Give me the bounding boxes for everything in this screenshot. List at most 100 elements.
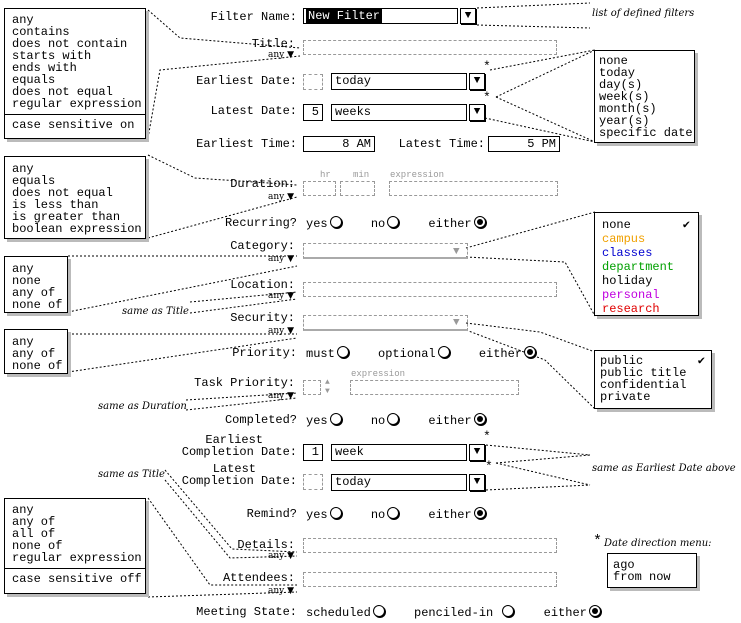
radio-button[interactable] <box>372 605 385 617</box>
latest-date-unit-dropdown[interactable]: ▼ <box>469 104 485 121</box>
details-input[interactable] <box>303 538 557 553</box>
date-direction-star[interactable]: * <box>483 429 491 444</box>
duration-min-input[interactable] <box>340 181 375 196</box>
menu-item[interactable]: any of <box>12 347 56 361</box>
security-op-dropdown[interactable]: any ▼ <box>267 326 294 336</box>
menu-item[interactable]: any <box>12 162 34 176</box>
completed-no[interactable]: no <box>371 413 400 428</box>
menu-item[interactable]: year(s) <box>599 114 650 128</box>
latest-completion-count[interactable] <box>303 474 323 490</box>
menu-item[interactable]: ago <box>613 558 635 572</box>
radio-button[interactable] <box>502 605 515 617</box>
latest-date-unit[interactable]: weeks <box>331 104 467 121</box>
menu-item[interactable]: all of <box>12 527 56 541</box>
remind-no[interactable]: no <box>371 507 400 522</box>
menu-item[interactable]: today <box>599 66 636 80</box>
menu-item[interactable]: regular expression <box>12 551 142 565</box>
category-department[interactable]: department <box>602 260 675 274</box>
earliest-date-count[interactable] <box>303 74 323 90</box>
task-priority-input[interactable] <box>303 380 321 395</box>
menu-item[interactable]: does not equal <box>12 186 113 200</box>
menu-item[interactable]: any <box>12 13 34 27</box>
menu-item[interactable]: is greater than <box>12 210 121 224</box>
menu-item[interactable]: regular expression <box>12 97 142 111</box>
radio-button[interactable] <box>329 413 342 425</box>
category-none[interactable]: none✔ <box>602 218 690 232</box>
menu-item[interactable]: does not equal <box>12 85 113 99</box>
category-campus[interactable]: campus <box>602 232 646 246</box>
menu-item[interactable]: ends with <box>12 61 77 75</box>
menu-item[interactable]: none of <box>12 298 63 312</box>
menu-item[interactable]: any <box>12 503 34 517</box>
latest-date-count[interactable]: 5 <box>303 104 323 121</box>
menu-item[interactable]: contains <box>12 25 70 39</box>
completed-either[interactable]: either <box>428 413 486 428</box>
menu-item[interactable]: specific date <box>599 126 693 140</box>
details-op-dropdown[interactable]: any ▼ <box>267 551 294 561</box>
menu-item[interactable]: from now <box>613 570 671 584</box>
radio-button[interactable] <box>329 216 342 228</box>
duration-expression-input[interactable] <box>389 181 558 196</box>
recurring-yes[interactable]: yes <box>306 216 342 231</box>
radio-button[interactable] <box>473 413 486 425</box>
attendees-input[interactable] <box>303 572 557 587</box>
security-private[interactable]: private <box>600 390 651 404</box>
category-holiday[interactable]: holiday <box>602 274 653 288</box>
priority-either[interactable]: either <box>479 346 537 361</box>
security-public-title[interactable]: public title <box>600 366 687 380</box>
menu-item[interactable]: none of <box>12 539 63 553</box>
duration-op-dropdown[interactable]: any ▼ <box>267 192 294 202</box>
radio-button[interactable] <box>588 605 601 617</box>
category-select[interactable] <box>303 243 468 259</box>
case-sensitive-toggle[interactable]: case sensitive on <box>5 114 145 131</box>
earliest-time-input[interactable]: 8 AM <box>303 136 375 152</box>
recurring-no[interactable]: no <box>371 216 400 231</box>
security-confidential[interactable]: confidential <box>600 378 687 392</box>
radio-button[interactable] <box>473 507 486 519</box>
menu-item[interactable]: none <box>599 54 628 68</box>
category-personal[interactable]: personal <box>602 288 660 302</box>
task-priority-stepper[interactable]: ▲▼ <box>325 378 330 396</box>
menu-item[interactable]: equals <box>12 174 56 188</box>
category-research[interactable]: research <box>602 302 660 316</box>
radio-button[interactable] <box>473 216 486 228</box>
location-input[interactable] <box>303 282 557 297</box>
priority-optional[interactable]: optional <box>378 346 450 361</box>
radio-button[interactable] <box>387 413 400 425</box>
filter-list-dropdown[interactable]: ▼ <box>460 8 476 24</box>
menu-item[interactable]: starts with <box>12 49 92 63</box>
security-select[interactable] <box>303 315 468 331</box>
case-sensitive-toggle[interactable]: case sensitive off <box>5 568 145 585</box>
title-input[interactable] <box>303 40 557 55</box>
task-priority-expression-input[interactable] <box>350 380 519 395</box>
category-classes[interactable]: classes <box>602 246 653 260</box>
radio-button[interactable] <box>437 346 450 358</box>
category-op-dropdown[interactable]: any ▼ <box>267 254 294 264</box>
remind-either[interactable]: either <box>428 507 486 522</box>
recurring-either[interactable]: either <box>428 216 486 231</box>
task-priority-op-dropdown[interactable]: any ▼ <box>267 391 294 401</box>
filter-name-input[interactable]: New Filter <box>303 8 458 24</box>
menu-item[interactable]: equals <box>12 73 56 87</box>
radio-button[interactable] <box>329 507 342 519</box>
menu-item[interactable]: none of <box>12 359 63 373</box>
menu-item[interactable]: month(s) <box>599 102 657 116</box>
earliest-completion-unit[interactable]: week <box>331 444 467 461</box>
priority-must[interactable]: must <box>306 346 349 361</box>
menu-item[interactable]: any <box>12 262 34 276</box>
latest-completion-unit-dropdown[interactable]: ▼ <box>469 474 485 491</box>
title-op-dropdown[interactable]: any ▼ <box>267 50 294 60</box>
location-op-dropdown[interactable]: any ▼ <box>267 291 294 301</box>
security-public[interactable]: public✔ <box>600 354 705 368</box>
duration-hr-input[interactable] <box>303 181 336 196</box>
category-dropdown-arrow-icon[interactable]: ▼ <box>453 246 460 258</box>
menu-item[interactable]: any <box>12 335 34 349</box>
radio-button[interactable] <box>387 216 400 228</box>
date-direction-star[interactable]: * <box>483 59 491 74</box>
remind-yes[interactable]: yes <box>306 507 342 522</box>
date-direction-star[interactable]: * <box>485 459 493 474</box>
menu-item[interactable]: boolean expression <box>12 222 142 236</box>
earliest-completion-unit-dropdown[interactable]: ▼ <box>469 444 485 461</box>
menu-item[interactable]: day(s) <box>599 78 643 92</box>
radio-button[interactable] <box>387 507 400 519</box>
